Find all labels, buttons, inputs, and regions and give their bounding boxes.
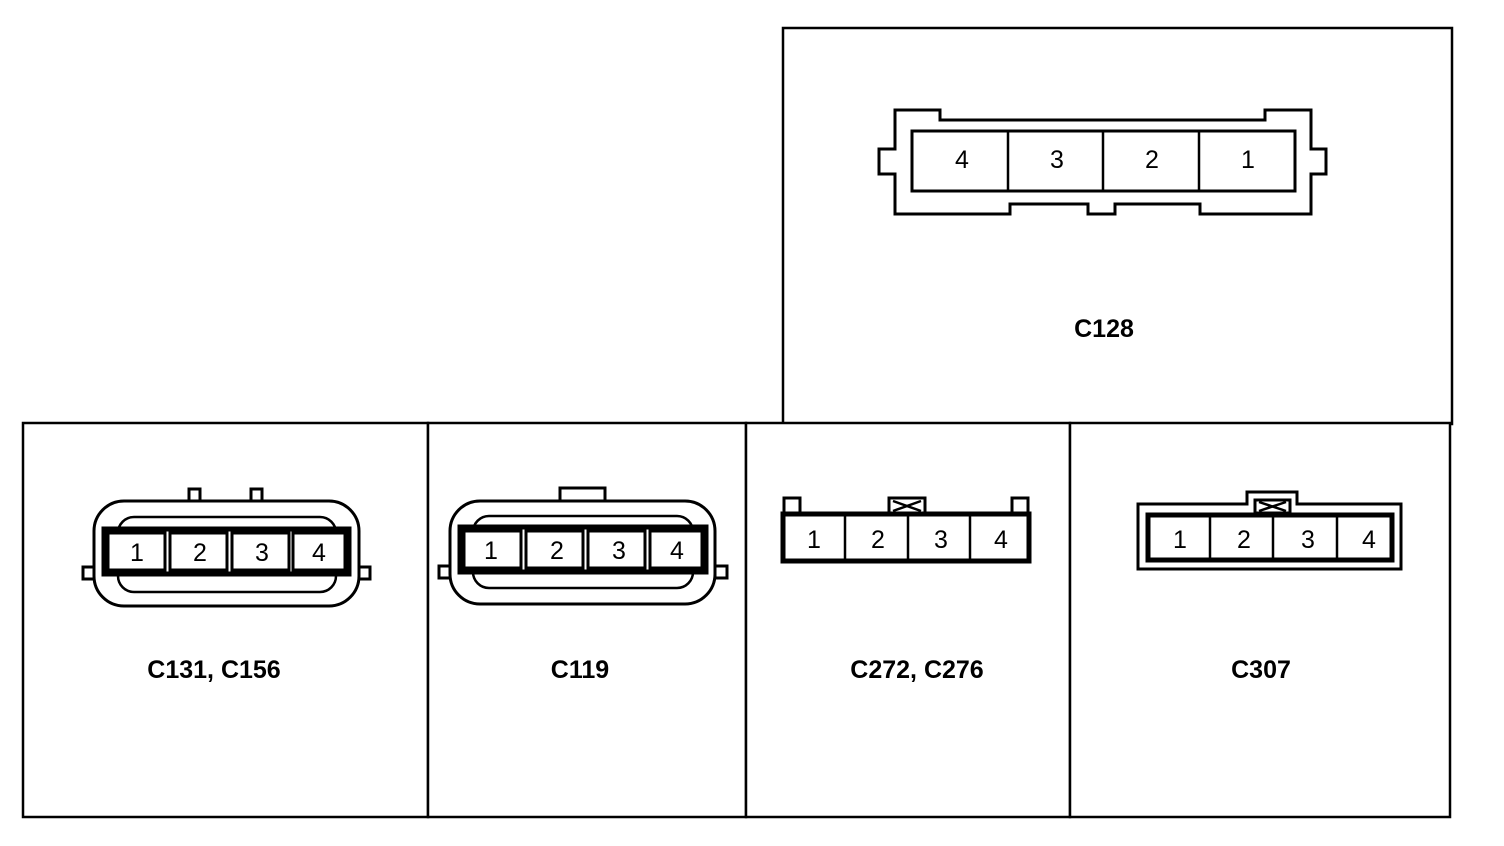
panel-c272-c276	[744, 421, 1072, 819]
c128-label: C128	[1074, 315, 1134, 343]
c128-pin-b: 3	[1050, 146, 1064, 174]
c128-pin-c: 2	[1145, 146, 1159, 174]
c307-pin-3: 3	[1301, 526, 1315, 554]
c131-pin-2: 2	[193, 539, 207, 567]
c307-pin-2: 2	[1237, 526, 1251, 554]
c119-pin-1: 1	[484, 537, 498, 565]
c307-cavity-row	[1145, 512, 1395, 563]
c131-pin-4: 4	[312, 539, 326, 567]
c128-pin-d: 1	[1241, 146, 1255, 174]
c119-pin-2: 2	[550, 537, 564, 565]
panel-c119	[426, 421, 748, 819]
panel-c128	[781, 26, 1454, 426]
c272-cavity-row	[780, 511, 1032, 564]
c119-label: C119	[551, 656, 609, 684]
c307-pin-4: 4	[1362, 526, 1376, 554]
c119-pin-4: 4	[670, 537, 684, 565]
connector-c131-c156: 1 2 3 4	[81, 487, 372, 608]
panel-c131-c156	[21, 421, 430, 819]
c131-pin-1: 1	[130, 539, 144, 567]
c128-pin-a: 4	[955, 146, 969, 174]
c272-pin-3: 3	[934, 526, 948, 554]
connector-c128: 4 3 2 1	[877, 108, 1328, 216]
c119-pin-3: 3	[612, 537, 626, 565]
c272-pin-2: 2	[871, 526, 885, 554]
c272-pin-4: 4	[994, 526, 1008, 554]
connector-c119: 1 2 3 4	[437, 486, 729, 606]
connector-c307: 1 2 3 4	[1136, 490, 1403, 571]
c272-c276-label: C272, C276	[850, 656, 983, 684]
c307-pin-1: 1	[1173, 526, 1187, 554]
connector-c272-c276: 1 2 3 4	[780, 496, 1032, 564]
c307-label: C307	[1231, 656, 1291, 684]
c131-c156-label: C131, C156	[147, 656, 280, 684]
panel-c307	[1068, 421, 1452, 819]
c131-pin-3: 3	[255, 539, 269, 567]
c272-pin-1: 1	[807, 526, 821, 554]
